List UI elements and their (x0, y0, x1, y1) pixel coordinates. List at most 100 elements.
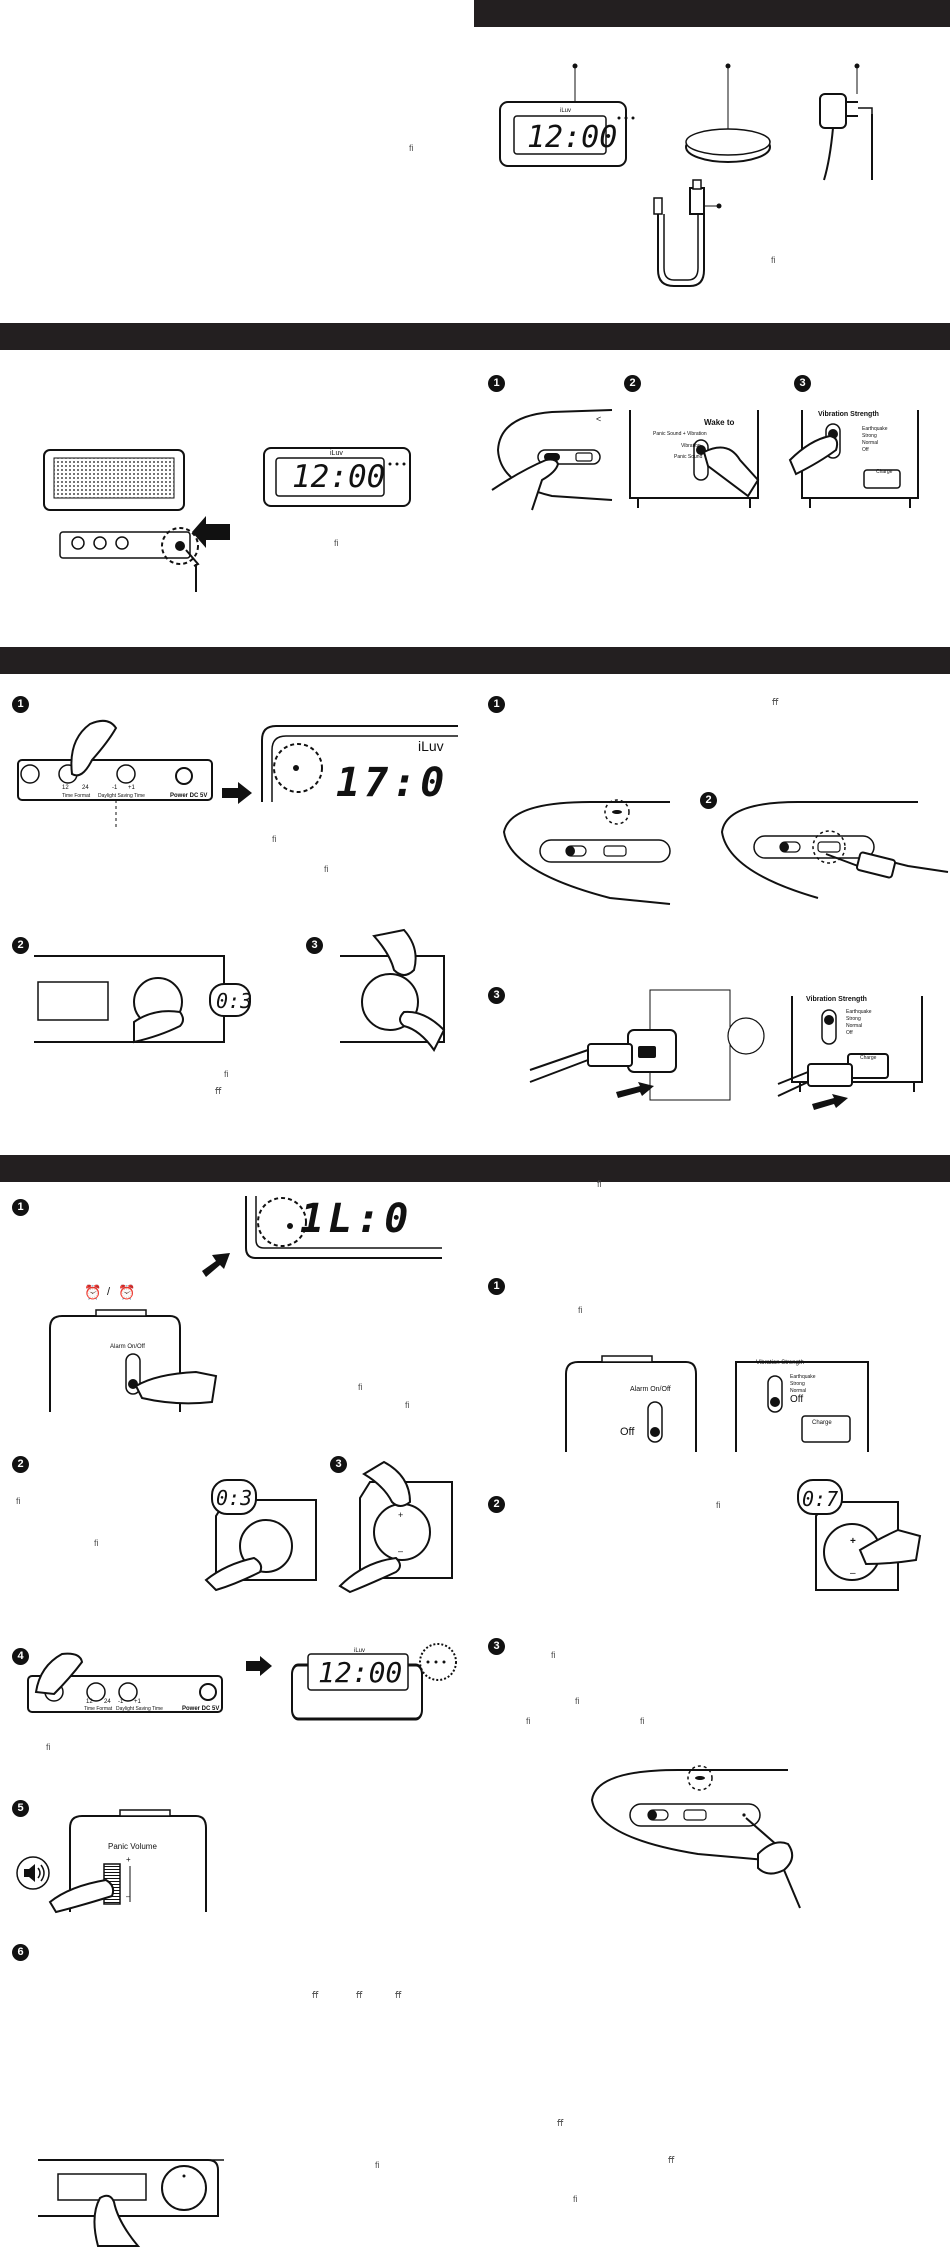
setup-vib-option-4: Off (862, 447, 869, 453)
vibration-step-3-number: 3 (488, 1638, 505, 1655)
or-circle (727, 1017, 765, 1055)
contents-clock-time: 12:00 (527, 120, 617, 155)
alarm-time-format-24: 24 (104, 1699, 111, 1705)
charge-step-1-number: 1 (488, 696, 505, 713)
alarm-dst-label: Daylight Saving Time (116, 1706, 163, 1712)
vibration-step-2-knob-display: 0:7 (802, 1487, 839, 1511)
stray-glyph: ﬀ (557, 2118, 564, 2128)
alarm-step-1-illustration (49, 1309, 218, 1412)
setup-clock-brand: iLuv (330, 450, 343, 457)
charge-vib-option-4: Off (846, 1030, 853, 1036)
display-brand-large: iLuv (418, 738, 444, 754)
setup-step-2-illustration (629, 410, 760, 508)
time-step-1-back-panel (17, 719, 213, 830)
time-step-1-number: 1 (12, 696, 29, 713)
alarm-vib-option-2: Strong (790, 1381, 805, 1387)
svg-text:+: + (398, 1510, 403, 1520)
stray-glyph: ﬁ (16, 1496, 21, 1506)
stray-glyph: ﬁ (46, 1742, 51, 1752)
alarm-step-2-number: 2 (12, 1456, 29, 1473)
alarm-icon-separator: / (107, 1286, 111, 1298)
stray-glyph: ﬁ (716, 1500, 721, 1510)
vibration-step-1-strength-panel (735, 1361, 869, 1452)
alarm-step-4-clock (291, 1643, 457, 1721)
wake-option-1: Panic Sound + Vibration (653, 431, 707, 437)
alarm-step-2-illustration (204, 1479, 317, 1592)
svg-text:+: + (850, 1536, 856, 1547)
alarm-step-2-knob-display: 0:3 (216, 1486, 253, 1510)
stray-glyph: ﬁ (324, 864, 329, 874)
alarm-time-format-12: 12 (86, 1699, 93, 1705)
speaker-volume-icon (16, 1856, 50, 1890)
charge-step-2-number: 2 (700, 792, 717, 809)
section-header-bar-alarm (0, 1155, 950, 1182)
section-header-bar-contents (474, 0, 950, 27)
alarm-step-6-illustration (38, 2159, 224, 2247)
setup-vib-option-1: Earthquake (862, 426, 888, 432)
alarm-off-label: Off (620, 1426, 635, 1438)
wake-option-3: Panic Sound (674, 454, 703, 460)
stray-glyph: ﬁ (597, 1179, 602, 1189)
stray-glyph: ﬀ (668, 2155, 675, 2165)
contents-clock-brand: iLuv (560, 108, 571, 114)
display-partial-time-1: 17:0 (336, 760, 449, 806)
stray-glyph: ﬁ (358, 1382, 363, 1392)
charge-charge-label: Charge (860, 1055, 877, 1061)
charge-step-3-number: 3 (488, 987, 505, 1004)
dst-plus-1: +1 (128, 785, 135, 791)
stray-glyph: ﬁ (334, 538, 339, 548)
alarm-step-1-display-detail (245, 1196, 442, 1259)
setup-vib-option-2: Strong (862, 433, 877, 439)
vibration-step-3-illustration (590, 1765, 801, 1909)
setup-clock-front-illustration (263, 447, 411, 507)
setup-charge-label: Charge (876, 469, 893, 475)
stray-glyph: ﬀ (312, 1990, 319, 2000)
section-header-bar-clock (0, 647, 950, 674)
alarm-on-off-label-1: Alarm On/Off (110, 1344, 145, 1350)
setup-clock-time: 12:00 (292, 459, 386, 495)
alarm-step-5-number: 5 (12, 1800, 29, 1817)
alarm-vib-option-4: Off (790, 1394, 804, 1405)
display-partial-time-2: 1L:0 (300, 1196, 413, 1242)
contents-illustration: iLuv 12:00 (499, 63, 873, 287)
charge-vib-option-2: Strong (846, 1016, 861, 1022)
section-header-bar-setup (0, 323, 950, 350)
vibration-pad-drawing (685, 63, 771, 163)
time-format-12: 12 (62, 785, 69, 791)
alarm-step-6-number: 6 (12, 1944, 29, 1961)
dst-label: Daylight Saving Time (98, 793, 145, 799)
arrow-diagonal-icon (202, 1253, 230, 1277)
charge-step-3-adapter-illustration (529, 989, 731, 1101)
time-step-3-illustration (340, 928, 446, 1052)
stray-glyph: ﬀ (395, 1990, 402, 2000)
clock-unit-drawing (499, 63, 635, 167)
alarm-step-3-number: 3 (330, 1456, 347, 1473)
stray-glyph: ﬁ (771, 255, 776, 265)
alarm-time-format-label: Time Format (84, 1706, 113, 1712)
setup-step-1-illustration: < (491, 409, 613, 511)
panic-volume-plus: + (126, 1855, 131, 1864)
alarm-dst-minus-1: -1 (118, 1699, 124, 1705)
stray-glyph: ﬀ (772, 697, 779, 707)
alarm-charge-label: Charge (812, 1420, 832, 1426)
charge-vib-option-1: Earthquake (846, 1009, 872, 1015)
time-step-2-illustration (34, 955, 251, 1044)
dst-minus-1: -1 (112, 785, 118, 791)
svg-text:–: – (398, 1546, 403, 1556)
time-step-1-display-detail (261, 725, 458, 802)
alarm-step-5-illustration (48, 1809, 207, 1914)
alarm-step-4-brand: iLuv (354, 1648, 366, 1654)
alarm-step-4-number: 4 (12, 1648, 29, 1665)
time-step-3-number: 3 (306, 937, 323, 954)
time-step-2-knob-display: 0:3 (216, 989, 253, 1013)
stray-glyph: ﬁ (405, 1400, 410, 1410)
alarm-step-4-back-panel (27, 1652, 223, 1713)
arrow-right-icon-2 (246, 1656, 272, 1676)
stray-glyph: ﬁ (272, 834, 277, 844)
setup-step-1-number: 1 (488, 375, 505, 392)
arrow-right-icon (222, 782, 252, 804)
stray-glyph: ﬀ (356, 1990, 363, 2000)
vibration-strength-label-charge: Vibration Strength (806, 996, 867, 1003)
alarm-icon-1: ⏰ (84, 1284, 102, 1300)
stray-glyph: ﬁ (573, 2194, 578, 2204)
